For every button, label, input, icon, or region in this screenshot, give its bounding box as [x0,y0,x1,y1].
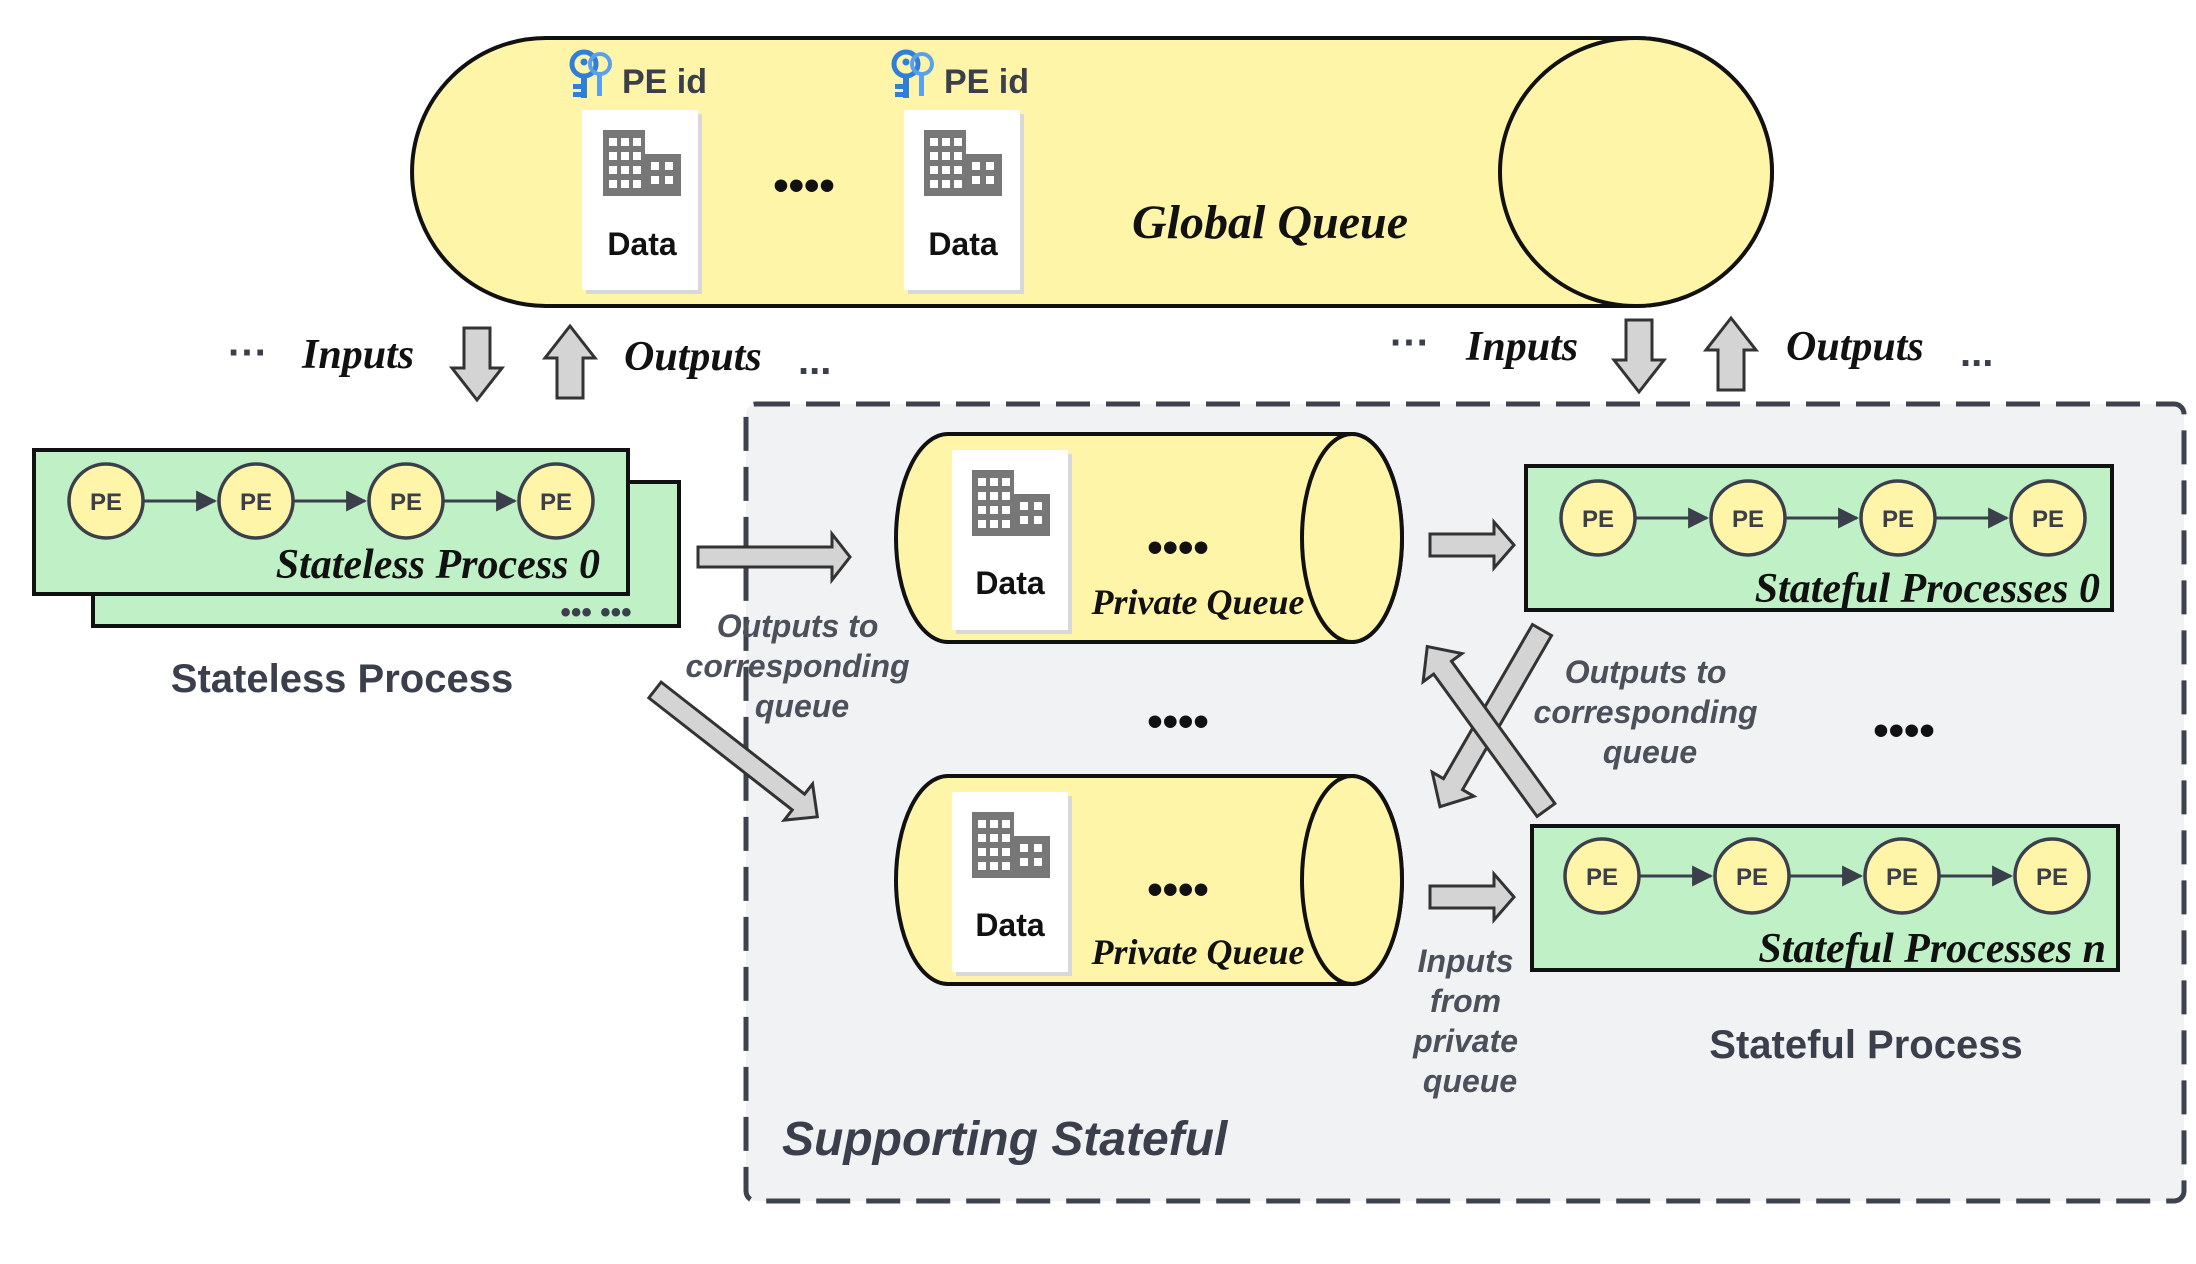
left-input-arrow [448,326,506,403]
pe-id-label: PE id [944,63,1029,101]
stateful-process-title: Stateful Processes 0 [1755,566,2100,612]
svg-text:PE: PE [240,489,272,516]
pe-node: PE [2013,837,2091,915]
stateful-gap-dots: •••• [1873,706,1935,755]
data-card: Data [952,792,1072,976]
svg-text:PE: PE [2036,864,2068,891]
svg-text:PE: PE [1582,506,1614,533]
svg-text:PE: PE [1882,506,1914,533]
data-label: Data [928,226,998,262]
stateful-caption: Stateful Process [1709,1023,2022,1067]
data-label: Data [975,565,1045,601]
private-queue-ellipsis: •••• [1147,523,1209,572]
left-io-dots-left: ··· [228,331,268,375]
data-card: Data [904,110,1024,294]
svg-text:PE: PE [2032,506,2064,533]
svg-text:PE: PE [1736,864,1768,891]
right-inputs-label: Inputs [1465,324,1578,370]
right-io-dots-right: ... [1960,331,1993,375]
pe-node: PE [2009,479,2087,557]
private-queue-title: Private Queue [1091,932,1305,972]
queue-to-stateful-arrow [1428,869,1516,925]
svg-text:PE: PE [390,489,422,516]
svg-text:PE: PE [90,489,122,516]
pe-node: PE [1713,837,1791,915]
data-card: Data [582,110,702,294]
stateless-outputs-note: Outputs to corresponding queue [686,608,919,724]
stateful-to-queue-arrow [1421,644,1557,819]
left-outputs-label: Outputs [624,334,762,380]
stateless-to-queue-arrow [696,529,852,585]
global-queue-title: Global Queue [1132,196,1408,249]
private-queue-title: Private Queue [1091,582,1305,622]
left-output-arrow [541,323,599,400]
svg-text:PE: PE [1586,864,1618,891]
pe-node: PE [67,462,145,540]
data-label: Data [975,907,1045,943]
data-card: Data [952,450,1072,634]
pe-node: PE [1563,837,1641,915]
stateful-outputs-note: Outputs to corresponding queue [1534,654,1767,770]
pe-node: PE [1709,479,1787,557]
svg-text:PE: PE [1886,864,1918,891]
queue-to-stateful-arrow [1428,517,1516,573]
private-queue-gap-dots: •••• [1147,697,1209,746]
stateful-inputs-note: Inputs from private queue [1412,943,1527,1099]
left-inputs-label: Inputs [301,332,414,378]
stateless-stack-dots: ••• ••• [560,596,631,629]
stateless-caption: Stateless Process [171,657,513,701]
right-io-dots-left: ··· [1390,321,1430,365]
svg-text:PE: PE [540,489,572,516]
left-io-dots-right: ... [798,339,831,383]
stateless-process-title: Stateless Process 0 [276,542,600,588]
right-input-arrow [1610,318,1668,395]
pe-node: PE [1863,837,1941,915]
data-label: Data [607,226,677,262]
pe-node: PE [517,462,595,540]
pe-node: PE [217,462,295,540]
global-queue-ellipsis: •••• [773,161,835,210]
right-output-arrow [1702,315,1760,392]
stateless-to-queue-arrow [646,680,820,823]
right-outputs-label: Outputs [1786,324,1924,370]
svg-text:PE: PE [1732,506,1764,533]
stateful-process-title: Stateful Processes n [1758,926,2106,972]
global-queue [410,36,1774,308]
pe-node: PE [1859,479,1937,557]
region-label: Supporting Stateful [782,1113,1229,1166]
pe-node: PE [367,462,445,540]
private-queue-ellipsis: •••• [1147,865,1209,914]
pe-node: PE [1559,479,1637,557]
pe-id-label: PE id [622,63,707,101]
